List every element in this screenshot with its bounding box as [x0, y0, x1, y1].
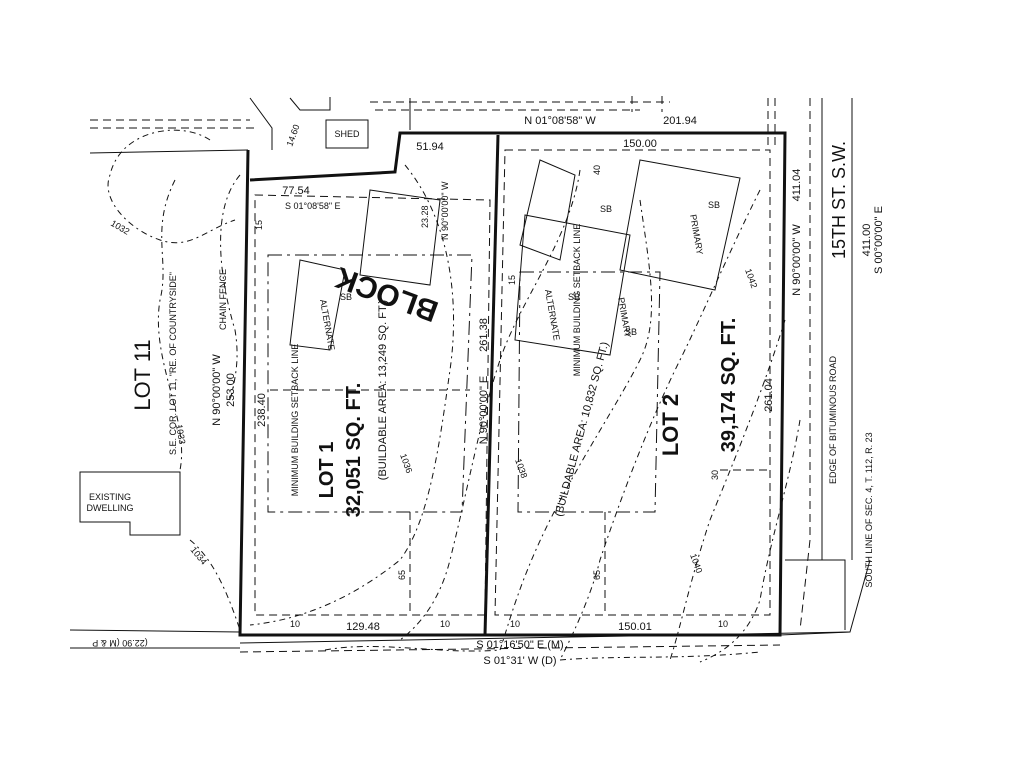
dim-77-54: 77.54 — [282, 185, 310, 197]
dimensions: N 01°08'58" W 201.94 51.94 150.00 77.54 … — [92, 115, 803, 667]
contour-label-1036: 1036 — [398, 452, 414, 474]
drainfield-areas: PRIMARY PRIMARY ALTERNATE ALTERNATE SB S… — [289, 159, 741, 356]
drainfield-label-alternate: ALTERNATE — [543, 289, 562, 342]
soil-boring-2: SB — [708, 200, 720, 210]
contour-label-1042: 1042 — [743, 267, 759, 289]
lot1-buildable: (BUILDABLE AREA: 13,249 SQ. FT.) — [377, 300, 389, 480]
lot11-corner-note: S.E. COR. LOT 11, "RE. OF COUNTRYSIDE" — [168, 272, 178, 455]
setback-40: 40 — [592, 165, 602, 175]
dim-14-60: 14.60 — [284, 123, 301, 148]
contour-label-1033: 1033 — [174, 424, 187, 445]
lot1-name: LOT 1 — [316, 442, 338, 499]
existing-dwelling-line2: DWELLING — [86, 503, 133, 513]
top-bearing: N 01°08'58" W — [524, 115, 596, 127]
lot2-setback: MINIMUM BUILDING SETBACK LINE — [572, 224, 582, 377]
setback-10-a: 10 — [290, 619, 300, 629]
top-distance: 201.94 — [663, 115, 697, 127]
dim-23-28: 23.28 — [420, 205, 430, 228]
street-distance: 411.00 — [861, 224, 873, 257]
drainfield-label-alternate-2: ALTERNATE — [318, 299, 337, 352]
mid-distance: 261.38 — [478, 318, 490, 352]
chain-fence-label: CHAIN FENCE — [218, 269, 228, 330]
soil-boring-1: SB — [600, 204, 612, 214]
west-inner: 238.40 — [256, 393, 268, 427]
west-distance: 253.00 — [225, 373, 237, 407]
bottom-lines — [69, 559, 871, 653]
shed: SHED — [325, 119, 369, 149]
drainfield-label-primary-2: PRIMARY — [688, 214, 705, 256]
setback-boxes — [254, 149, 771, 616]
west-bearing: N 90°00'00" W — [211, 354, 223, 426]
existing-dwelling-line1: EXISTING — [89, 492, 131, 502]
dim-150-00: 150.00 — [623, 138, 657, 150]
existing-dwelling: EXISTING DWELLING — [79, 471, 181, 536]
lot1-setback: MINIMUM BUILDING SETBACK LINE — [290, 344, 300, 497]
setback-15-b: 15 — [507, 275, 517, 285]
lot2-name: LOT 2 — [658, 394, 683, 456]
lot-boundaries — [89, 131, 787, 637]
inner-n90: N 90°00'00" W — [440, 181, 450, 240]
east-distance: 411.04 — [791, 169, 803, 202]
bottom-bearing-d: S 01°31' W (D) — [483, 655, 556, 667]
dim-51-94: 51.94 — [416, 141, 444, 153]
lot1-area: 32,051 SQ. FT. — [343, 383, 365, 518]
lot2-buildable: (BUILDABLE AREA: 10,832 SQ. FT.) — [553, 341, 611, 518]
shed-label: SHED — [334, 129, 360, 139]
soil-boring-5: SB — [568, 292, 580, 302]
contour-label-1034: 1034 — [188, 545, 209, 567]
setback-15-a: 15 — [254, 220, 264, 230]
bottom-left-dim: (22.90 (M & P — [92, 638, 148, 648]
setback-65-a: 65 — [397, 570, 407, 580]
lot11-label: LOT 11 — [130, 339, 155, 410]
soil-boring-3: SB — [625, 327, 637, 337]
setback-10-d: 10 — [718, 619, 728, 629]
street-area: 15TH ST. S.W. 411.00 S 00°00'00" E EDGE … — [785, 98, 885, 631]
setback-30: 30 — [710, 470, 720, 480]
setback-10-c: 10 — [510, 619, 520, 629]
soil-boring-4: SB — [340, 292, 352, 302]
setback-65-b: 65 — [592, 570, 602, 580]
contour-lines — [107, 129, 801, 663]
contour-label-1040: 1040 — [688, 552, 704, 574]
bottom-150-01: 150.01 — [618, 621, 652, 633]
east-inner: 261.04 — [763, 378, 775, 412]
bottom-129-48: 129.48 — [346, 621, 380, 633]
top-existing-features — [90, 96, 776, 150]
east-bearing: N 90°00'00" W — [791, 224, 803, 296]
mid-bearing: N 90°00'00" E — [478, 376, 490, 445]
lot2-area: 39,174 SQ. FT. — [718, 318, 740, 453]
street-bearing: S 00°00'00" E — [873, 206, 885, 274]
contour-label-1032: 1032 — [109, 218, 131, 237]
setback-10-b: 10 — [440, 619, 450, 629]
contour-label-1038: 1038 — [513, 457, 529, 479]
section-line-label: SOUTH LINE OF SEC. 4, T. 112, R. 23 — [864, 432, 874, 587]
road-edge-label: EDGE OF BITUMINOUS ROAD — [828, 355, 838, 484]
street-label: 15TH ST. S.W. — [829, 141, 849, 259]
inner-bearing: S 01°08'58" E — [285, 201, 341, 211]
